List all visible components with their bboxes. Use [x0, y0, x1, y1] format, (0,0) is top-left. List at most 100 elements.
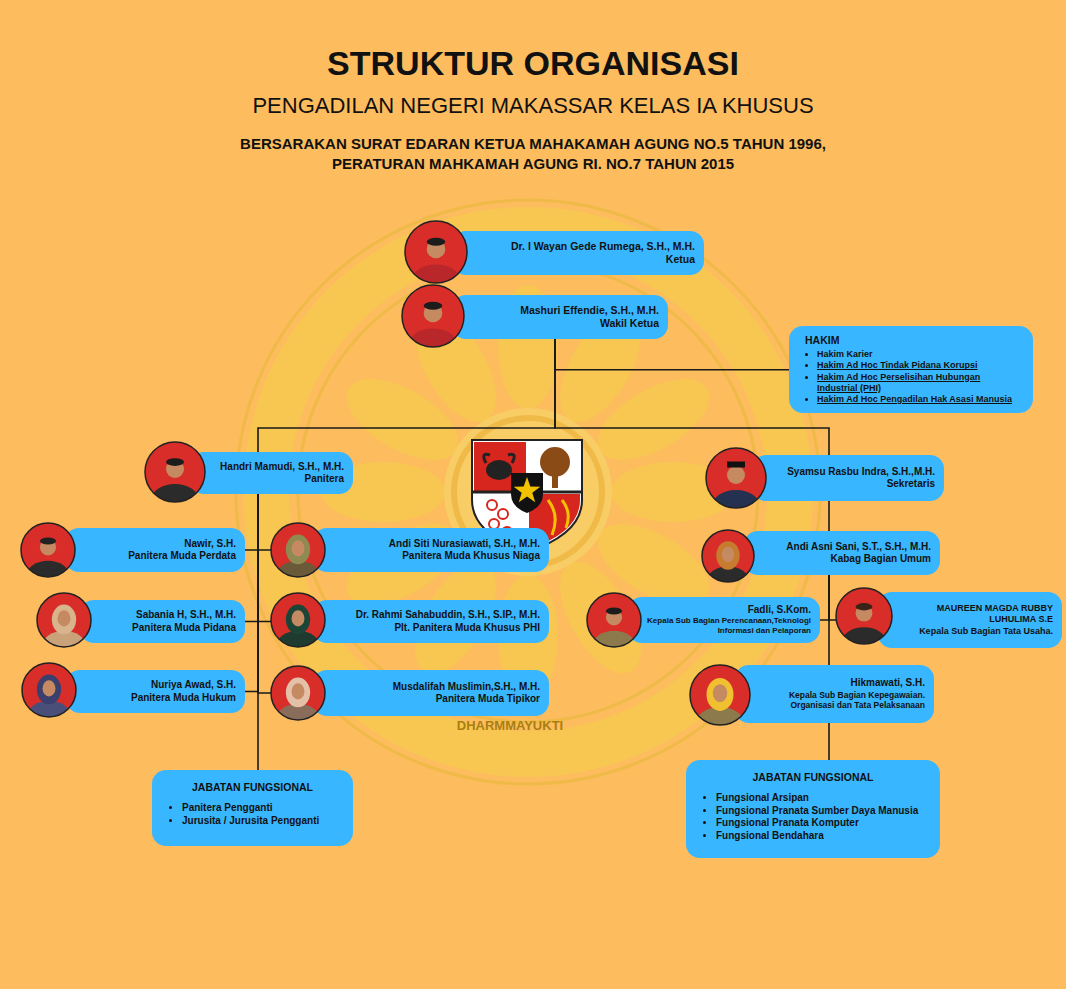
portrait-face	[292, 540, 305, 556]
connector-line	[828, 723, 830, 760]
portrait-hijab	[52, 605, 76, 635]
list-item: Hakim Karier	[817, 349, 1023, 360]
portrait-hair	[40, 538, 56, 545]
person-name: Dr. Rahmi Sahabuddin, S.H., S.IP., M.H.	[331, 609, 540, 622]
portrait-photo	[700, 528, 756, 584]
person-name: Fadli, S.Kom.	[644, 604, 811, 617]
portrait-photo	[704, 446, 768, 510]
person-name: Handri Mamudi, S.H., M.H.	[212, 461, 344, 474]
person-name: MAUREEN MAGDA RUBBY LUHULIMA S.E	[898, 603, 1053, 626]
portrait-hair	[427, 238, 446, 246]
portrait-photo	[20, 661, 78, 719]
portrait-frame	[702, 530, 754, 582]
list-item: Fungsional Bendahara	[716, 830, 928, 843]
portrait-hijab	[286, 678, 310, 708]
portrait-photo	[19, 521, 77, 579]
banyan-trunk	[552, 474, 558, 488]
list-heading: HAKIM	[805, 334, 1023, 347]
portrait-photo	[143, 440, 207, 504]
portrait-face	[292, 683, 305, 699]
person-box: MAUREEN MAGDA RUBBY LUHULIMA S.EKepala S…	[878, 592, 1062, 648]
portrait-photo	[35, 591, 93, 649]
position-title: Panitera Muda Khusus Niaga	[331, 550, 540, 563]
person-box: Handri Mamudi, S.H., M.H.Panitera	[190, 452, 353, 494]
legal-basis: PERATURAN MAHKAMAH AGUNG RI. NO.7 TAHUN …	[0, 155, 1066, 172]
portrait-body	[26, 561, 69, 591]
portrait-hair	[166, 458, 184, 466]
judge-list-box: HAKIM Hakim KarierHakim Ad Hoc Tindak Pid…	[789, 326, 1033, 413]
person-box: Mashuri Effendie, S.H., M.H.Wakil Ketua	[452, 295, 668, 339]
portrait-body	[707, 566, 749, 595]
person-name: Sabania H, S.H., M.H.	[98, 609, 236, 622]
list-heading: JABATAN FUNGSIONAL	[164, 781, 341, 794]
portrait-frame	[271, 523, 325, 577]
list-item: Hakim Ad Hoc Tindak Pidana Korupsi	[817, 360, 1023, 371]
portrait-frame	[271, 593, 325, 647]
connector-line	[245, 494, 258, 692]
legal-basis: BERSARAKAN SURAT EDARAN KETUA MAHAKAMAH …	[0, 135, 1066, 152]
portrait-body	[151, 484, 199, 517]
portrait-photo	[269, 521, 327, 579]
portrait-body	[712, 490, 760, 523]
portrait-frame	[21, 523, 75, 577]
emblem-inner-line	[298, 262, 758, 722]
portrait-cap	[727, 462, 745, 468]
person-box: Nuriya Awad, S.H.Panitera Muda Hukum	[66, 670, 245, 713]
connector-line	[555, 339, 829, 455]
portrait-frame	[145, 442, 205, 502]
portrait-frame	[402, 285, 464, 347]
portrait-photo	[403, 219, 469, 285]
star-shield	[511, 473, 543, 513]
portrait-hijab	[716, 541, 739, 570]
portrait-frame	[587, 593, 641, 647]
position-title: Panitera	[212, 473, 344, 486]
list-heading: JABATAN FUNGSIONAL	[698, 771, 928, 784]
portrait-frame	[405, 221, 467, 283]
person-name: Mashuri Effendie, S.H., M.H.	[478, 304, 659, 317]
chain-link	[487, 500, 497, 510]
bull-horns	[484, 454, 515, 463]
position-title: Sekretaris	[774, 478, 935, 491]
portrait-face	[713, 684, 727, 702]
functional-list-box: JABATAN FUNGSIONALFungsional ArsipanFung…	[686, 760, 940, 858]
portrait-photo	[269, 591, 327, 649]
person-box: Dr. I Wayan Gede Rumega, S.H., M.H.Ketua	[452, 231, 704, 275]
rice-cotton	[548, 500, 568, 535]
portrait-photo	[585, 591, 643, 649]
portrait-body	[408, 328, 458, 362]
person-box: Nawir, S.H.Panitera Muda Perdata	[65, 528, 245, 572]
position-title: Kepala Sub Bagian Kepegawaian. Organisas…	[757, 690, 925, 711]
portrait-body	[42, 631, 85, 661]
list-item: Jurusita / Jurusita Pengganti	[182, 815, 341, 828]
portrait-frame	[22, 663, 76, 717]
list-item: Hakim Ad Hoc Perselisihan Hubungan Indus…	[817, 372, 1023, 395]
person-name: Hikmawati, S.H.	[757, 677, 925, 690]
chart-title: STRUKTUR ORGANISASI	[0, 44, 1066, 83]
connector-line	[245, 494, 258, 550]
portrait-face	[43, 680, 56, 696]
watermark: DHARMMAYUKTI	[405, 718, 615, 733]
connector-line	[828, 501, 830, 531]
portrait-photo	[688, 663, 752, 727]
person-name: Syamsu Rasbu Indra, S.H.,M.H.	[774, 466, 935, 479]
portrait-frame	[836, 588, 892, 644]
list-item: Fungsional Pranata Sumber Daya Manusia	[716, 805, 928, 818]
person-box: Syamsu Rasbu Indra, S.H.,M.H.Sekretaris	[752, 455, 944, 501]
person-name: Andi Asni Sani, S.T., S.H., M.H.	[762, 541, 931, 554]
portrait-hijab	[286, 535, 310, 565]
list-item: Panitera Pengganti	[182, 802, 341, 815]
portrait-hijab	[707, 678, 734, 711]
connector-line	[820, 575, 829, 620]
person-name: Andi Siti Nurasiawati, S.H., M.H.	[331, 538, 540, 551]
subtitle: PENGADILAN NEGERI MAKASSAR KELAS IA KHUS…	[0, 93, 1066, 119]
portrait-body	[276, 704, 319, 734]
portrait-frame	[37, 593, 91, 647]
person-box: Fadli, S.Kom.Kepala Sub Bagian Perencana…	[628, 597, 820, 643]
position-title: Ketua	[478, 253, 695, 266]
position-title: Kabag Bagian Umum	[762, 553, 931, 566]
connector-line	[257, 494, 259, 770]
position-title: Kepala Sub Bagian Tata Usaha.	[898, 626, 1053, 637]
portrait-body	[276, 631, 319, 661]
portrait-face	[722, 547, 734, 563]
emblem-petal	[585, 363, 722, 477]
